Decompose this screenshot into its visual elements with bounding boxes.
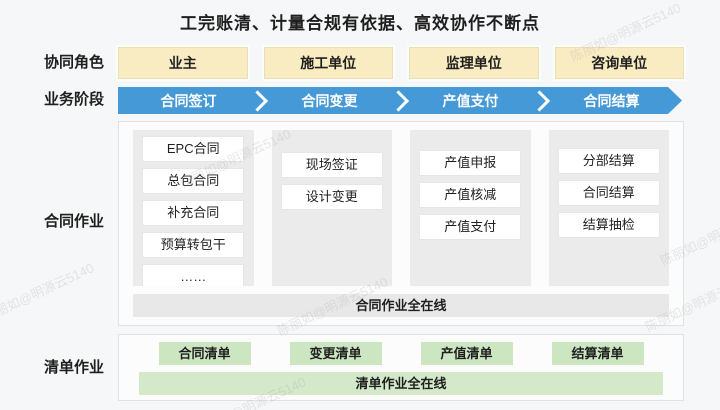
- contract-item: 现场签证: [280, 152, 383, 178]
- contract-item: 产值核减: [419, 182, 522, 208]
- row-label-contract: 合同作业: [43, 213, 104, 230]
- contract-column-signing: EPC合同 总包合同 补充合同 预算转包干 ……: [133, 130, 254, 286]
- role-box-consultant: 咨询单位: [554, 47, 684, 79]
- checklist-col: 合同清单: [139, 342, 270, 365]
- contract-item: 合同结算: [557, 180, 660, 206]
- checklist-online-bar: 清单作业全在线: [139, 372, 663, 395]
- stage-label: 合同结算: [583, 92, 640, 109]
- checklist-row: 合同清单 变更清单 产值清单 结算清单: [139, 342, 663, 365]
- checklist-col: 变更清单: [270, 342, 401, 365]
- contract-column-change: 现场签证 设计变更: [271, 130, 392, 286]
- contract-item: 结算抽检: [557, 212, 660, 238]
- checklist-col: 结算清单: [532, 342, 663, 365]
- contract-item: 设计变更: [280, 184, 383, 210]
- checklist-section: 合同清单 变更清单 产值清单 结算清单 清单作业全在线: [118, 334, 684, 401]
- contract-item: 产值支付: [419, 214, 522, 240]
- stage-arrow-banner: 合同签订 合同变更 产值支付 合同结算: [118, 87, 682, 114]
- watermark: 陈丽如@明源云5140: [0, 260, 97, 325]
- stage-payment: 产值支付: [400, 87, 541, 114]
- row-label-stages: 业务阶段: [43, 91, 104, 108]
- row-label-checklist: 清单作业: [43, 359, 104, 376]
- contract-item-ellipsis: ……: [142, 264, 245, 286]
- stage-settlement: 合同结算: [541, 87, 682, 114]
- contract-column-payment: 产值申报 产值核减 产值支付: [410, 130, 531, 286]
- checklist-box-settlement: 结算清单: [551, 342, 644, 365]
- contract-item: 产值申报: [419, 150, 522, 176]
- contract-item: EPC合同: [142, 136, 245, 162]
- page-title: 工完账清、计量合规有依据、高效协作不断点: [180, 14, 540, 33]
- contract-section: EPC合同 总包合同 补充合同 预算转包干 …… 现场签证 设计变更 产值申报 …: [118, 121, 684, 326]
- contract-item: 预算转包干: [142, 232, 245, 258]
- row-label-roles: 协同角色: [43, 54, 104, 71]
- role-box-contractor: 施工单位: [263, 47, 393, 79]
- stage-label: 合同变更: [301, 92, 358, 109]
- role-box-owner: 业主: [118, 47, 248, 79]
- checklist-box-change: 变更清单: [289, 342, 382, 365]
- contract-columns: EPC合同 总包合同 补充合同 预算转包干 …… 现场签证 设计变更 产值申报 …: [133, 130, 669, 286]
- stage-signing: 合同签订: [118, 87, 259, 114]
- contract-item: 总包合同: [142, 168, 245, 194]
- contract-item: 补充合同: [142, 200, 245, 226]
- contract-column-settlement: 分部结算 合同结算 结算抽检: [548, 130, 669, 286]
- role-box-supervisor: 监理单位: [409, 47, 539, 79]
- stage-change: 合同变更: [259, 87, 400, 114]
- checklist-box-output: 产值清单: [420, 342, 513, 365]
- checklist-col: 产值清单: [401, 342, 532, 365]
- contract-online-bar: 合同作业全在线: [133, 294, 669, 317]
- checklist-box-contract: 合同清单: [158, 342, 251, 365]
- contract-item: 分部结算: [557, 148, 660, 174]
- stage-label: 产值支付: [442, 92, 499, 109]
- roles-row: 业主 施工单位 监理单位 咨询单位: [118, 47, 684, 79]
- stage-label: 合同签订: [160, 92, 217, 109]
